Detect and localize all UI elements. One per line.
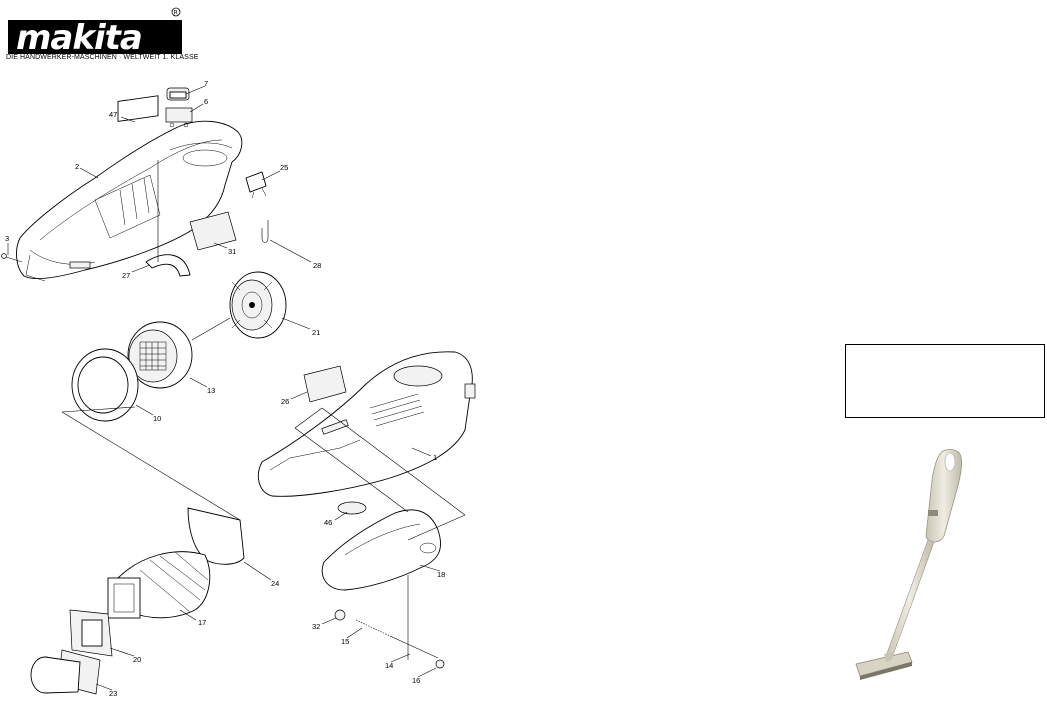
part-number-label: 32 xyxy=(312,622,320,631)
part-number-label: 25 xyxy=(280,163,288,172)
part-number-label: 31 xyxy=(228,247,236,256)
part-number-label: 3 xyxy=(5,234,9,243)
label-plate-drawing xyxy=(117,95,159,122)
part-number-label: 13 xyxy=(207,386,215,395)
filter-ring-drawing xyxy=(71,348,139,422)
part-number-label: 24 xyxy=(271,579,279,588)
part-number-label: 18 xyxy=(437,570,445,579)
part-number-label: 1 xyxy=(433,453,437,462)
part-number-label: 23 xyxy=(109,689,117,698)
brand-tagline: DIE HANDWERKER-MASCHINEN · WELTWEIT 1. K… xyxy=(6,54,199,61)
leader-lines xyxy=(7,85,441,691)
curved-plate-drawing xyxy=(145,254,191,277)
screw-drawing xyxy=(1,253,23,263)
mouthpiece-drawing xyxy=(30,649,101,695)
part-number-label: 2 xyxy=(75,162,79,171)
svg-text:R: R xyxy=(174,9,178,16)
motor-drawing xyxy=(229,271,287,339)
part-number-label: 47 xyxy=(109,110,117,119)
part-number-label: 15 xyxy=(341,637,349,646)
seal-disc-drawing xyxy=(337,501,367,515)
foam-pad-drawing xyxy=(189,211,237,251)
shaft-assembly-drawing xyxy=(334,609,445,669)
part-number-label: 21 xyxy=(312,328,320,337)
part-number-label: 28 xyxy=(313,261,321,270)
part-labels: 7 6 47 2 25 3 31 28 27 21 13 26 10 1 46 … xyxy=(5,79,445,698)
part-number-label: 27 xyxy=(122,271,130,280)
part-number-label: 16 xyxy=(412,676,420,685)
part-number-label: 20 xyxy=(133,655,141,664)
housing-pad-drawing xyxy=(303,365,347,403)
assembly-guide-lines xyxy=(61,160,466,660)
filter-drawing xyxy=(127,321,193,389)
lower-housing-drawing xyxy=(257,351,476,497)
part-number-label: 46 xyxy=(324,518,332,527)
part-number-label: 14 xyxy=(385,661,393,670)
makita-logo: makita R xyxy=(8,7,182,58)
svg-text:makita: makita xyxy=(16,18,142,58)
switch-drawing xyxy=(165,107,193,128)
product-image xyxy=(855,449,962,680)
filter-frame-drawing xyxy=(69,609,113,657)
part-number-label: 17 xyxy=(198,618,206,627)
part-number-label: 26 xyxy=(281,397,289,406)
switch-cap-drawing xyxy=(166,87,190,101)
part-number-label: 7 xyxy=(204,79,208,88)
terminal-drawing xyxy=(245,171,267,199)
upper-housing-drawing xyxy=(16,120,243,282)
dust-case-drawing xyxy=(321,509,441,591)
info-box xyxy=(845,344,1045,418)
part-number-label: 10 xyxy=(153,414,161,423)
part-number-label: 6 xyxy=(204,97,208,106)
nozzle-drawing xyxy=(107,551,211,619)
hook-spring-drawing xyxy=(261,220,269,243)
